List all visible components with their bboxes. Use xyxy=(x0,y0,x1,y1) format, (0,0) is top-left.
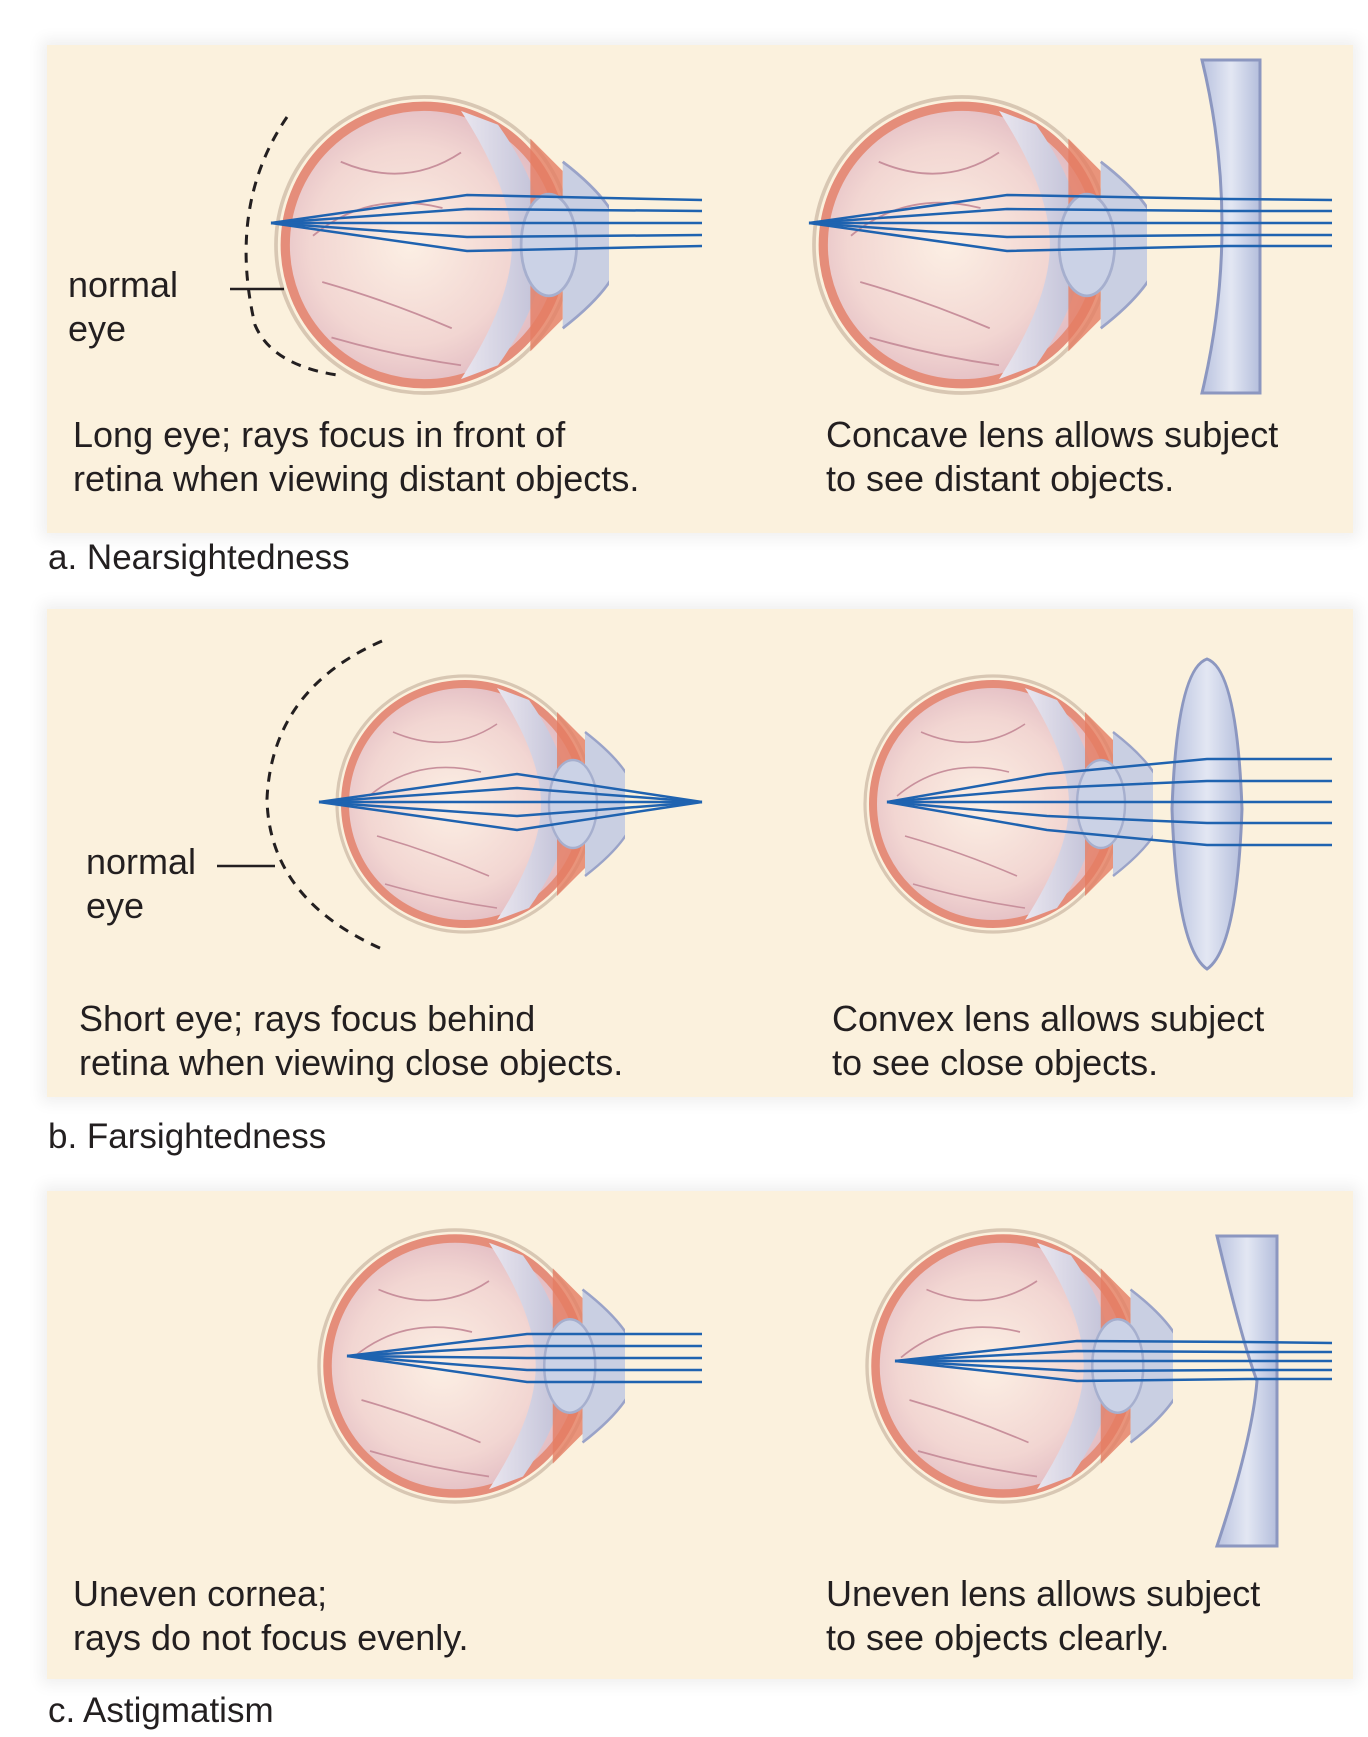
normal-eye-outline xyxy=(244,116,338,377)
light-rays-left-a xyxy=(270,193,703,253)
short-eye-illustration xyxy=(337,676,637,932)
long-eye-illustration xyxy=(276,97,623,393)
caption-short-eye: Short eye; rays focus behind retina when… xyxy=(79,998,624,1083)
light-rays-left-c xyxy=(346,1332,702,1384)
corrected-eye-illustration-a xyxy=(814,97,1161,393)
panel-astigmatism: Uneven cornea; rays do not focus evenly.… xyxy=(47,1191,1353,1679)
light-rays-right-c xyxy=(894,1339,1333,1383)
panel-label-c: c. Astigmatism xyxy=(48,1691,274,1730)
light-rays-right-b xyxy=(886,757,1332,847)
caption-convex-lens: Convex lens allows subject to see close … xyxy=(832,998,1265,1083)
caption-concave-lens: Concave lens allows subject to see dista… xyxy=(826,414,1279,499)
farsightedness-illustration xyxy=(217,639,1332,971)
normal-eye-label-a: normal eye xyxy=(68,264,179,349)
caption-uneven-cornea: Uneven cornea; rays do not focus evenly. xyxy=(73,1573,469,1658)
panel-label-a: a. Nearsightedness xyxy=(48,538,350,577)
panel-farsightedness: normal eye Short eye; rays focus behind … xyxy=(47,609,1353,1097)
normal-eye-outline-b xyxy=(265,639,383,951)
corrected-eye-illustration-c xyxy=(867,1230,1186,1502)
light-rays-left-b xyxy=(318,772,703,832)
panel-label-b: b. Farsightedness xyxy=(48,1117,327,1156)
nearsightedness-illustration xyxy=(230,58,1333,533)
uneven-lens xyxy=(1214,1234,1279,1548)
light-rays-right-a xyxy=(808,193,1333,253)
panel-nearsightedness: normal eye Long eye; rays focus in front… xyxy=(47,45,1353,533)
caption-uneven-lens: Uneven lens allows subject to see object… xyxy=(826,1573,1261,1658)
convex-lens xyxy=(1170,657,1244,971)
astigmatism-illustration xyxy=(47,1191,1333,1548)
normal-eye-label-b: normal eye xyxy=(86,841,197,926)
caption-long-eye: Long eye; rays focus in front of retina … xyxy=(73,414,640,499)
concave-lens xyxy=(1200,58,1262,395)
